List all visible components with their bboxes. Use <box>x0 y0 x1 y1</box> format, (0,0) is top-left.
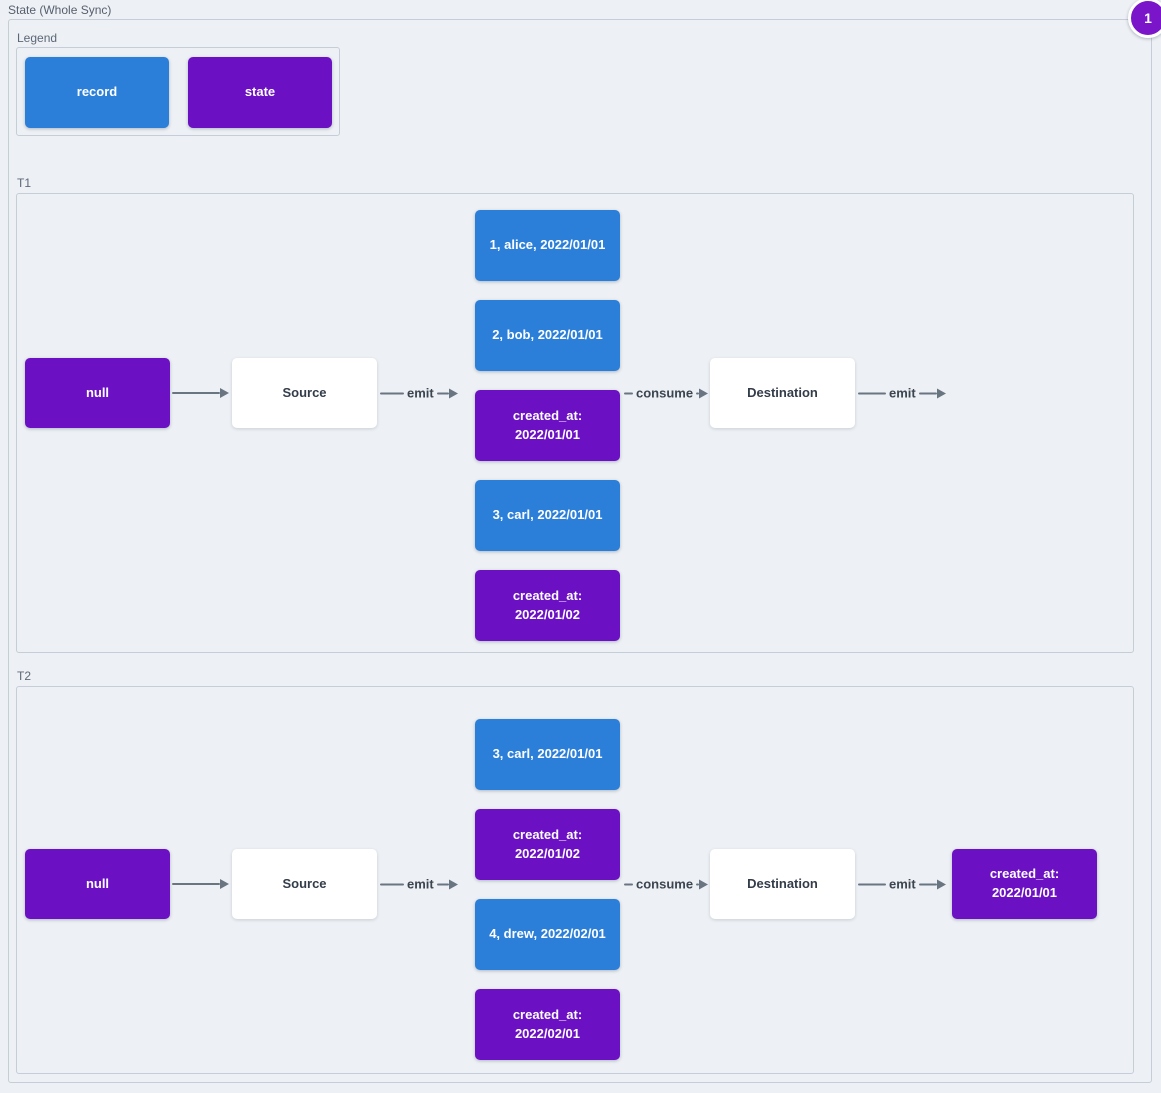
t1-arrow-null-to-source <box>172 388 229 398</box>
arrow-head-icon <box>699 388 709 398</box>
arrow-line <box>696 883 700 885</box>
t1-record-2: 2, bob, 2022/01/01 <box>475 300 620 371</box>
arrow-line <box>858 883 886 885</box>
t1-output-emit-connector: emit <box>858 387 946 400</box>
t2-arrow-null-to-source <box>172 879 229 889</box>
arrow-line <box>918 883 937 885</box>
t2-emit-connector: emit <box>380 878 458 891</box>
legend-item-state: state <box>188 57 332 128</box>
t2-consume-label: consume <box>636 876 694 892</box>
section-t2-frame <box>16 686 1134 1074</box>
arrow-line <box>918 392 937 394</box>
diagram-title: State (Whole Sync) <box>8 3 112 17</box>
annotation-badge: 1 <box>1128 0 1161 38</box>
t2-state-2: created_at: 2022/02/01 <box>475 989 620 1060</box>
t1-input-state-node: null <box>25 358 170 428</box>
t1-record-1: 1, alice, 2022/01/01 <box>475 210 620 281</box>
t2-output-emit-connector: emit <box>858 878 946 891</box>
legend-title: Legend <box>17 31 58 45</box>
arrow-head-icon <box>220 388 229 398</box>
arrow-head-icon <box>936 879 946 889</box>
t2-input-state-node: null <box>25 849 170 919</box>
legend-frame <box>16 47 340 136</box>
arrow-head-icon <box>220 879 229 889</box>
t1-consume-label: consume <box>636 385 694 401</box>
t2-output-state-node: created_at: 2022/01/01 <box>952 849 1097 919</box>
arrow-head-icon <box>448 879 458 889</box>
arrow-line <box>380 883 404 885</box>
arrow-head-icon <box>936 388 946 398</box>
badge-number: 1 <box>1144 10 1152 26</box>
t2-destination-node: Destination <box>710 849 855 919</box>
arrow-line <box>172 392 220 394</box>
section-t1-frame <box>16 193 1134 653</box>
outer-frame <box>8 19 1152 1083</box>
arrow-head-icon <box>448 388 458 398</box>
arrow-line <box>436 392 449 394</box>
t2-record-2: 4, drew, 2022/02/01 <box>475 899 620 970</box>
t1-consume-connector: consume <box>624 385 709 401</box>
t1-record-3: 3, carl, 2022/01/01 <box>475 480 620 551</box>
t2-emit-label: emit <box>407 876 434 892</box>
section-t2-label: T2 <box>17 669 32 683</box>
legend-item-record: record <box>25 57 169 128</box>
t1-source-node: Source <box>232 358 377 428</box>
t1-destination-node: Destination <box>710 358 855 428</box>
arrow-line <box>696 392 700 394</box>
t1-emit-label: emit <box>407 385 434 401</box>
arrow-line <box>624 883 633 885</box>
arrow-line <box>624 392 633 394</box>
t2-output-emit-label: emit <box>889 876 916 892</box>
section-t1-label: T1 <box>17 176 32 190</box>
t1-state-1: created_at: 2022/01/01 <box>475 390 620 461</box>
t2-state-1: created_at: 2022/01/02 <box>475 809 620 880</box>
arrow-head-icon <box>699 879 709 889</box>
t1-output-emit-label: emit <box>889 385 916 401</box>
arrow-line <box>436 883 449 885</box>
arrow-line <box>172 883 220 885</box>
t1-state-2: created_at: 2022/01/02 <box>475 570 620 641</box>
t2-source-node: Source <box>232 849 377 919</box>
arrow-line <box>380 392 404 394</box>
t1-emit-connector: emit <box>380 387 458 400</box>
t2-consume-connector: consume <box>624 876 709 892</box>
t2-record-1: 3, carl, 2022/01/01 <box>475 719 620 790</box>
arrow-line <box>858 392 886 394</box>
